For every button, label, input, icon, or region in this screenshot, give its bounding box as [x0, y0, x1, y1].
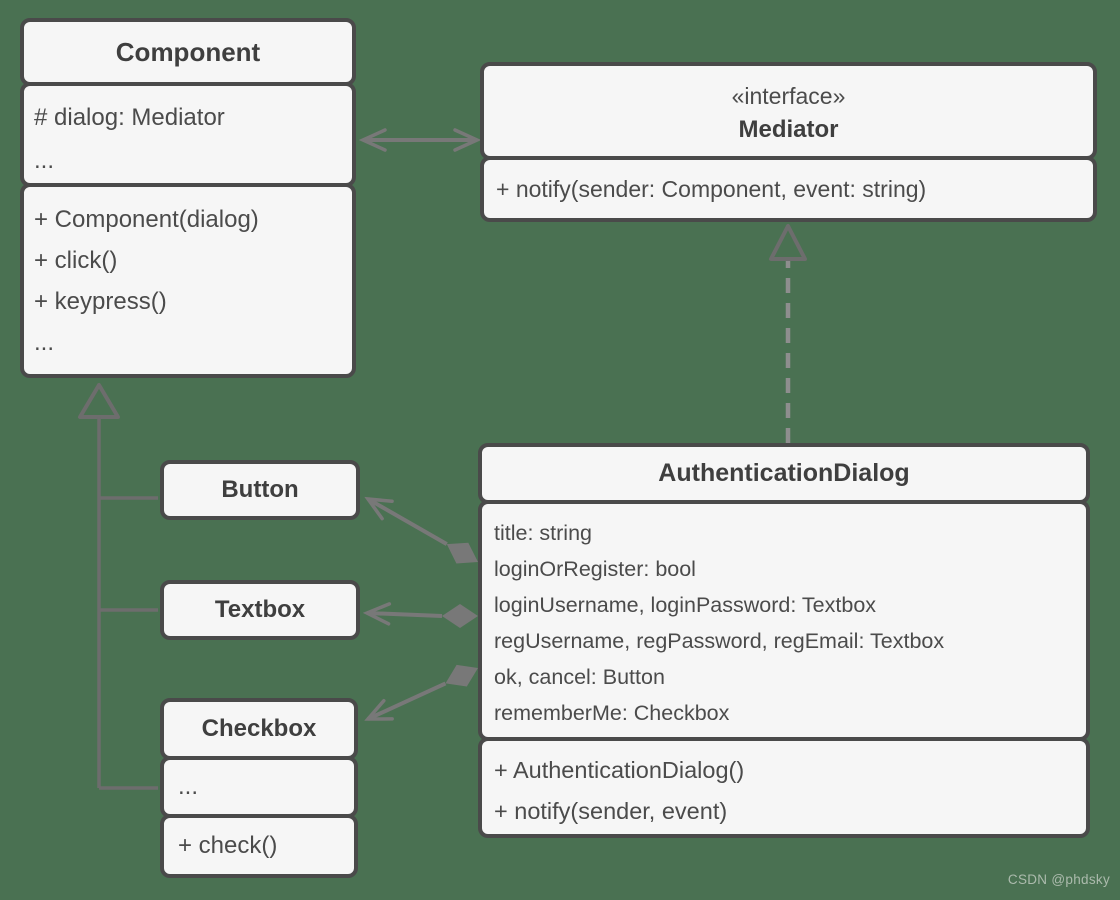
composition-dialog-button-line	[368, 499, 448, 546]
class-button: Button	[160, 460, 360, 520]
class-title: AuthenticationDialog	[658, 459, 910, 487]
class-title: Textbox	[214, 596, 306, 623]
class-checkbox-header: Checkbox	[160, 698, 358, 760]
class-authentication-dialog-header: AuthenticationDialog	[478, 443, 1090, 504]
class-checkbox: Checkbox ... + check()	[160, 698, 358, 878]
realization-triangle-icon	[769, 224, 807, 261]
composition-dialog-textbox-line	[367, 613, 443, 616]
method-line: ...	[34, 329, 55, 356]
attribute-line: regUsername, regPassword, regEmail: Text…	[494, 629, 945, 653]
stereotype-label: «interface»	[731, 82, 846, 109]
class-title: Component	[115, 36, 261, 67]
class-textbox-header: Textbox	[160, 580, 360, 640]
attribute-line: title: string	[494, 521, 592, 545]
method-line: + notify(sender, event)	[494, 798, 728, 824]
class-checkbox-methods: + check()	[160, 814, 358, 878]
attribute-line: ok, cancel: Button	[494, 665, 665, 689]
class-title: Button	[221, 476, 299, 503]
class-component-attributes: # dialog: Mediator ...	[20, 82, 356, 187]
class-component-methods: + Component(dialog) + click() + keypress…	[20, 183, 356, 378]
class-authentication-dialog-methods: + AuthenticationDialog() + notify(sender…	[478, 737, 1090, 838]
attribute-line: ...	[178, 773, 199, 800]
class-textbox: Textbox	[160, 580, 360, 640]
attribute-line: ...	[34, 147, 55, 174]
composition-diamond-checkbox-icon	[445, 664, 478, 687]
class-mediator-methods: + notify(sender: Component, event: strin…	[480, 156, 1097, 222]
attribute-line: loginOrRegister: bool	[494, 557, 696, 581]
method-line: + Component(dialog)	[34, 206, 259, 233]
class-mediator: «interface» Mediator + notify(sender: Co…	[480, 62, 1097, 222]
attribute-line: # dialog: Mediator	[34, 104, 225, 131]
generalization-triangle-icon	[78, 383, 120, 419]
class-checkbox-attributes: ...	[160, 756, 358, 818]
composition-dialog-checkbox-line	[368, 681, 447, 721]
watermark: CSDN @phdsky	[1007, 872, 1110, 887]
class-button-header: Button	[160, 460, 360, 520]
class-authentication-dialog: AuthenticationDialog title: string login…	[478, 443, 1090, 838]
generalization-trunk	[97, 417, 158, 790]
composition-diamond-textbox-icon	[442, 604, 478, 628]
method-line: + check()	[178, 832, 278, 859]
class-title: Mediator	[738, 115, 839, 143]
method-line: + AuthenticationDialog()	[494, 757, 745, 783]
class-authentication-dialog-attributes: title: string loginOrRegister: bool logi…	[478, 500, 1090, 741]
composition-diamond-button-icon	[446, 542, 478, 564]
method-line: + keypress()	[34, 288, 167, 315]
class-mediator-header: «interface» Mediator	[480, 62, 1097, 160]
method-line: + click()	[34, 247, 118, 274]
method-line: + notify(sender: Component, event: strin…	[496, 175, 927, 202]
class-component-header: Component	[20, 18, 356, 86]
attribute-line: loginUsername, loginPassword: Textbox	[494, 593, 877, 617]
class-title: Checkbox	[201, 715, 317, 742]
attribute-line: rememberMe: Checkbox	[494, 701, 730, 725]
class-component: Component # dialog: Mediator ... + Compo…	[20, 18, 356, 378]
